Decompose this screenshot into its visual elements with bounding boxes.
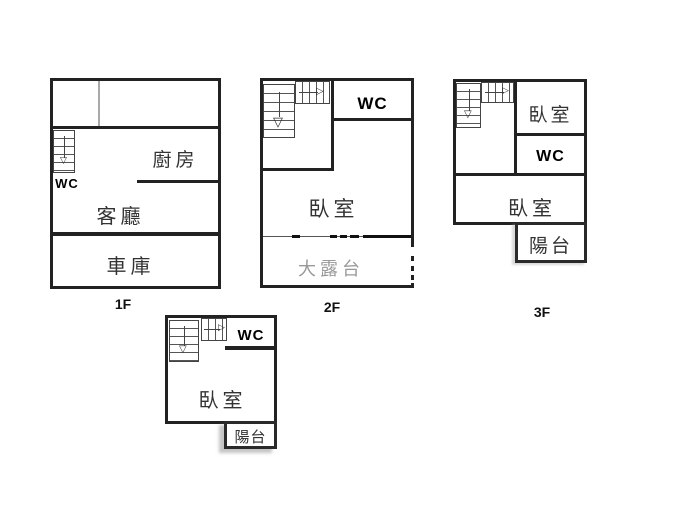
stairs-down-arrow-icon: ▽ — [464, 109, 472, 120]
stairs-right-arrow-icon: ▷ — [316, 86, 324, 97]
divider-dash — [340, 235, 347, 238]
wall-2f-wc-bottom — [334, 118, 411, 121]
wall-1f-strip-divider — [98, 81, 100, 126]
floor-plan-4f: ▽ ▷ WC 臥室 — [165, 315, 277, 424]
room-label-wc-2f: WC — [357, 94, 388, 113]
stairs-stem — [184, 326, 185, 346]
stairs-stem — [485, 92, 504, 93]
wall-2f-terrace-divider — [263, 236, 411, 237]
stairs-stem — [299, 92, 318, 93]
stairs-right-arrow-icon: ▷ — [502, 86, 509, 96]
stairs-stem — [279, 92, 280, 117]
stairs-down-arrow-icon: ▽ — [60, 156, 67, 166]
floor-label-2f: 2F — [323, 299, 341, 315]
room-label-bedroom-4f: 臥室 — [198, 388, 247, 412]
room-label-wc-3f: WC — [536, 148, 565, 165]
room-label-kitchen: 廚房 — [152, 149, 199, 171]
staircase-4f-up: ▷ — [201, 318, 227, 341]
stairs-down-arrow-icon: ▽ — [179, 344, 187, 355]
border-gap — [411, 280, 415, 283]
staircase-2f-down: ▽ — [263, 84, 295, 138]
floor-plan-3f: ▽ ▷ 臥室 WC 臥室 — [453, 79, 587, 225]
floor-label-1f: 1F — [114, 296, 132, 312]
room-label-bedroom-middle-3f: 臥室 — [508, 196, 556, 220]
staircase-2f-up: ▷ — [295, 81, 330, 104]
staircase-3f-up: ▷ — [481, 82, 514, 103]
floor-label-3f: 3F — [533, 304, 551, 320]
border-gap — [411, 271, 415, 275]
room-label-wc-4f: WC — [237, 327, 265, 344]
border-gap — [411, 261, 415, 266]
wall-4f-wc-bottom — [225, 346, 274, 350]
room-label-bedroom-upper-3f: 臥室 — [528, 104, 573, 126]
wall-1f-garage-divider — [53, 232, 218, 236]
stairs-right-arrow-icon: ▷ — [218, 323, 225, 333]
stairs-down-arrow-icon: ▽ — [273, 115, 283, 130]
wall-1f-top-strip — [53, 126, 218, 129]
room-label-bedroom-2f: 臥室 — [308, 197, 359, 221]
stairs-stem — [204, 329, 220, 330]
divider-dash — [330, 235, 337, 238]
room-label-wc-1f: WC — [55, 176, 79, 191]
room-label-balcony-3f: 陽台 — [528, 235, 573, 257]
divider-dash — [363, 235, 411, 238]
divider-dash — [292, 235, 300, 238]
wall-2f-stairwell-bottom — [263, 168, 334, 171]
floor-plan-2f: ▽ ▷ WC 臥室 大露台 — [260, 78, 414, 288]
wall-3f-stairwell-right — [514, 82, 517, 176]
staircase-3f-down: ▽ — [456, 83, 481, 128]
border-gap — [411, 247, 415, 256]
divider-dash — [350, 235, 359, 238]
room-label-garage: 車庫 — [106, 254, 155, 278]
stairs-stem — [469, 89, 470, 111]
wall-1f-kitchen — [137, 180, 218, 183]
stairs-stem — [64, 136, 65, 158]
wall-3f-bedroom-upper-bottom — [517, 133, 584, 136]
wall-2f-stairwell-right — [331, 81, 334, 171]
room-label-balcony-4f: 陽台 — [234, 428, 267, 446]
balcony-4f: 陽台 — [224, 421, 277, 449]
staircase-4f-down: ▽ — [169, 320, 199, 362]
floor-plan-1f: ▽ WC 廚房 客廳 車庫 — [50, 78, 221, 289]
room-label-terrace: 大露台 — [298, 259, 364, 280]
balcony-3f: 陽台 — [515, 222, 587, 263]
wall-3f-middle — [456, 173, 584, 176]
staircase-1f: ▽ — [53, 130, 75, 173]
room-label-living-room: 客廳 — [96, 204, 145, 228]
